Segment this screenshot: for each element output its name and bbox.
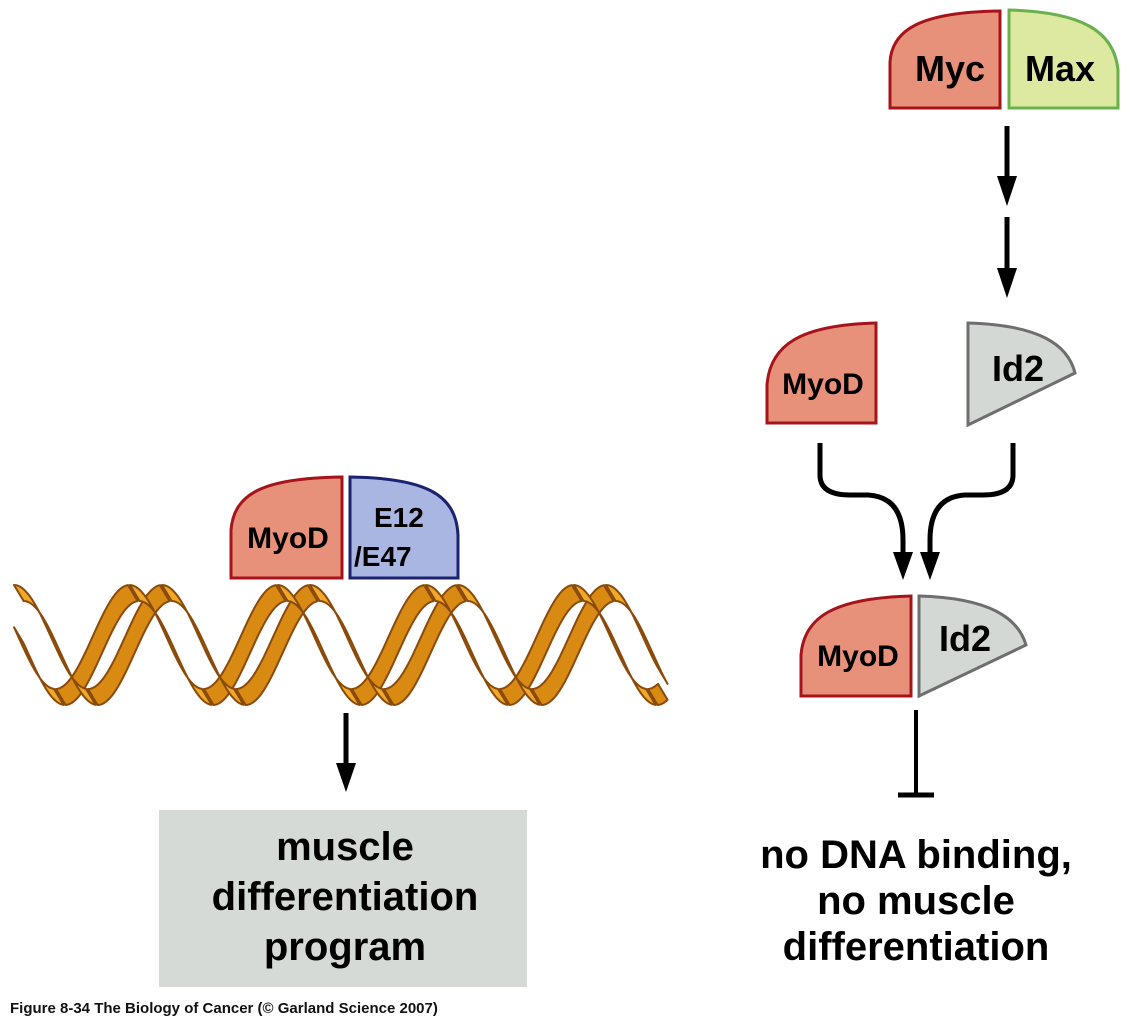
arrow-myc-max-to-id2-2 xyxy=(997,217,1017,298)
dna-strand-front-segment xyxy=(277,584,361,706)
dna-strand-front-segment xyxy=(425,584,509,706)
free-id2-shape xyxy=(966,321,1077,428)
dna-strand-front-segment xyxy=(309,584,393,706)
dna-strand-back-segment xyxy=(383,584,467,706)
right-outcome-text: no DNA binding, no muscle differentiatio… xyxy=(760,833,1072,969)
arrow-myod-to-complex xyxy=(817,443,913,580)
left-outcome-line-2: differentiation xyxy=(212,875,479,919)
figure-caption: Figure 8-34 The Biology of Cancer (© Gar… xyxy=(10,1000,438,1017)
myc-protein: Myc xyxy=(888,9,1002,110)
left-outcome-line-1: muscle xyxy=(276,825,414,869)
dna-strand-back-segment xyxy=(203,584,287,706)
dna-strand-front-segment xyxy=(161,584,245,706)
right-outcome-line-1: no DNA binding, xyxy=(760,833,1072,877)
dna-strand-front-segment xyxy=(605,584,669,685)
left-outcome-line-3: program xyxy=(264,925,426,969)
right-outcome-line-3: differentiation xyxy=(783,925,1050,969)
arrow-id2-to-complex xyxy=(920,443,1016,580)
arrow-myc-max-to-id2-1 xyxy=(997,126,1017,206)
dna-bound-myod-label: MyoD xyxy=(247,522,329,555)
muscle-program-box: muscle differentiation program xyxy=(159,810,527,987)
dna-strand-back-segment xyxy=(499,584,583,706)
free-id2-protein: Id2 xyxy=(966,321,1077,428)
e12-e47-protein: E12 /E47 xyxy=(348,475,460,580)
complex-id2-shape xyxy=(917,594,1028,699)
e12-label: E12 xyxy=(374,502,424,533)
inhibition-symbol xyxy=(898,710,934,798)
e12-e47-shape xyxy=(348,475,460,580)
dna-strand-back-segment xyxy=(235,584,319,706)
complex-id2-label: Id2 xyxy=(939,618,991,659)
muscle-program-box-bg xyxy=(159,810,527,987)
complex-myod-label: MyoD xyxy=(817,640,899,673)
free-myod-protein: MyoD xyxy=(765,321,878,425)
dna-strand-front-segment xyxy=(13,584,97,706)
free-myod-label: MyoD xyxy=(782,368,864,401)
complex-id2-protein: Id2 xyxy=(917,594,1028,699)
dna-strand-front-segment xyxy=(457,584,541,706)
dna-double-helix xyxy=(13,584,669,706)
complex-myod-protein: MyoD xyxy=(799,594,913,698)
complex-myod-shape xyxy=(799,594,913,698)
dna-strand-front-segment xyxy=(129,584,213,706)
dna-bound-myod-protein: MyoD xyxy=(229,475,344,580)
arrow-dna-to-program xyxy=(336,713,356,792)
myc-label: Myc xyxy=(915,48,985,89)
myc-shape xyxy=(888,9,1002,110)
right-outcome-line-2: no muscle xyxy=(817,879,1015,923)
dna-strand-back-segment xyxy=(531,584,615,706)
max-label: Max xyxy=(1025,48,1095,89)
dna-strand-back-segment xyxy=(87,584,171,706)
max-shape xyxy=(1007,8,1120,110)
dna-strand-front-segment xyxy=(13,626,65,706)
dna-strand-back-segment xyxy=(647,682,669,706)
dna-strand-front-segment xyxy=(573,584,657,706)
dna-bound-myod-shape xyxy=(229,475,344,580)
free-id2-label: Id2 xyxy=(992,348,1044,389)
free-myod-shape xyxy=(765,321,878,425)
dna-strand-back-segment xyxy=(351,584,435,706)
max-protein: Max xyxy=(1007,8,1120,110)
e47-label: /E47 xyxy=(354,541,412,572)
dna-strand-back-segment xyxy=(55,584,139,706)
